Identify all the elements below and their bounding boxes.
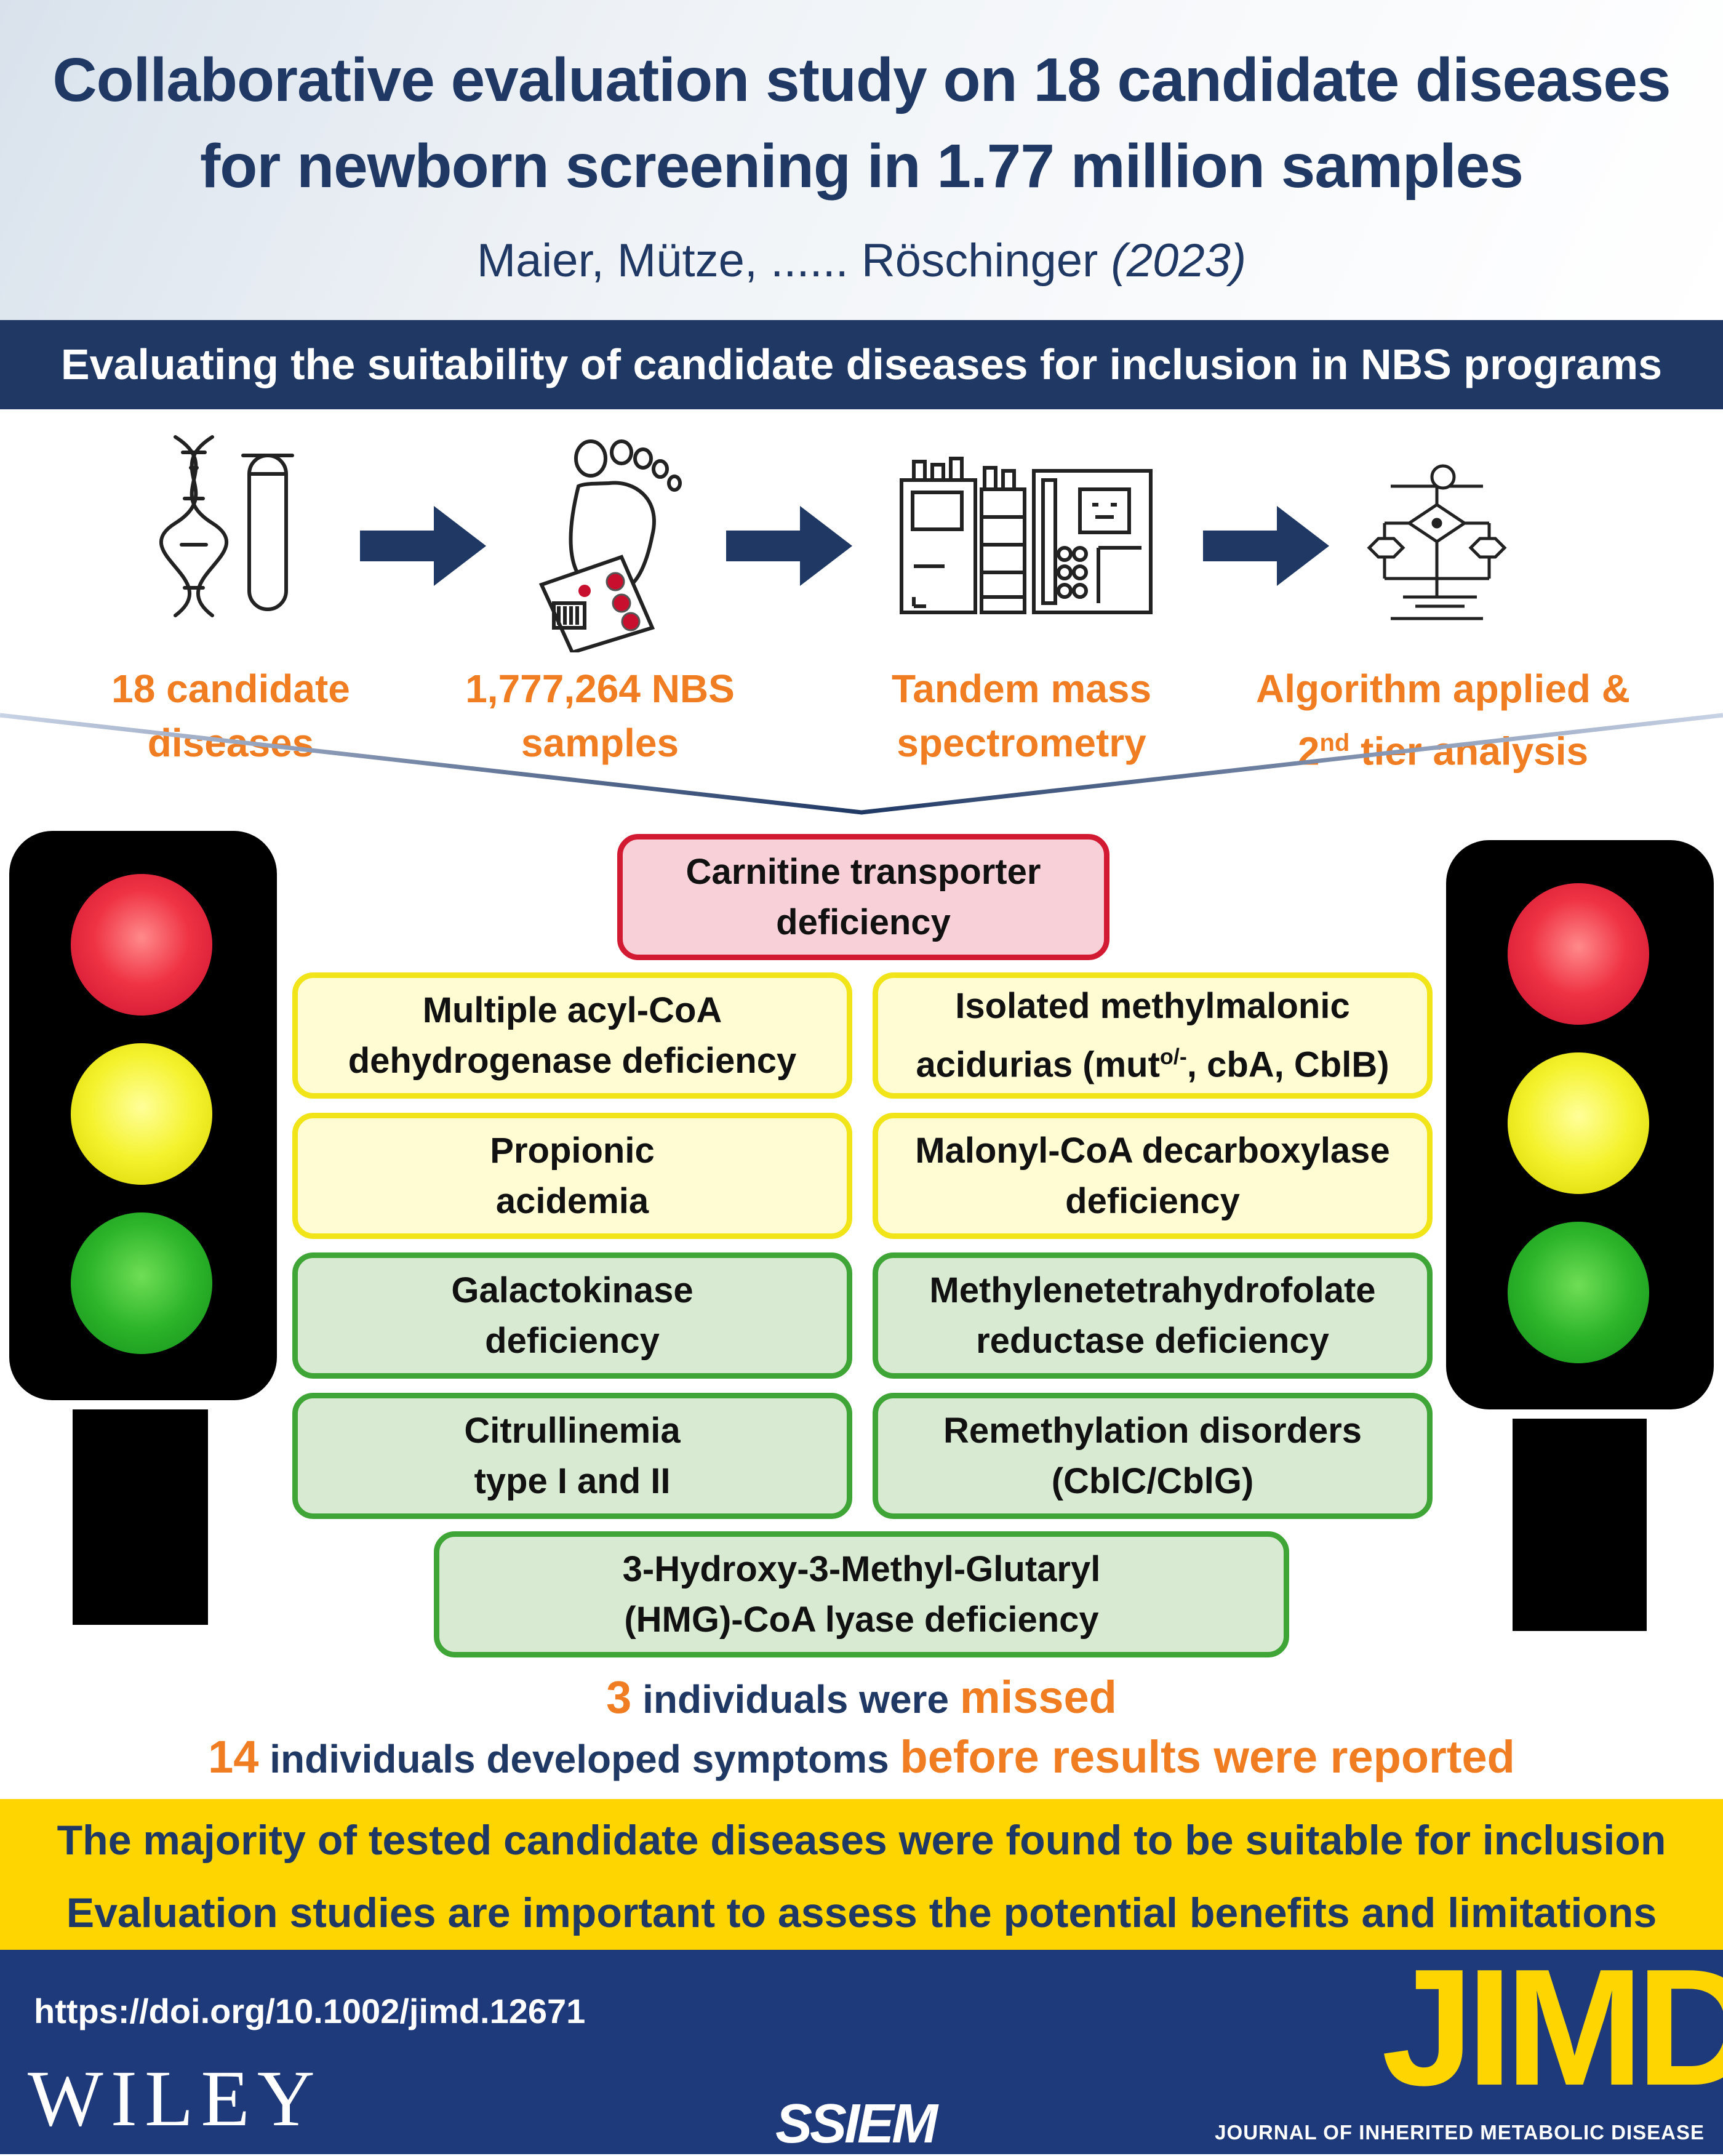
disease-line-1: Methylenetetrahydrofolate — [929, 1270, 1376, 1310]
red-light-icon — [71, 874, 212, 1016]
step-label-candidate-diseases: 18 candidate diseases — [58, 662, 403, 770]
traffic-light-left-pole — [73, 1409, 208, 1625]
mass-spectrometer-instrument-icon — [895, 455, 1160, 615]
doi-link[interactable]: https://doi.org/10.1002/jimd.12671 — [34, 1992, 586, 2030]
disease-line-2: (HMG)-CoA lyase deficiency — [624, 1599, 1099, 1640]
algorithm-flowchart-icon — [1366, 462, 1508, 640]
yellow-light-icon — [71, 1043, 212, 1185]
step-label-nbs-samples: 1,777,264 NBS samples — [428, 662, 772, 770]
disease-line-2: reductase deficiency — [976, 1320, 1329, 1361]
red-light-icon — [1508, 883, 1649, 1025]
disease-line-2: deficiency — [485, 1320, 660, 1361]
footer — [0, 1950, 1723, 2154]
missed-count: 3 — [606, 1672, 632, 1723]
step-1-line-1: 18 candidate — [111, 667, 350, 711]
disease-box-citrullinemia: Citrullinemia type I and II — [292, 1393, 852, 1519]
title-line-2: for newborn screening in 1.77 million sa… — [199, 132, 1524, 201]
jimd-logo: JIMD — [1381, 1935, 1723, 2120]
dna-and-test-tube-icon — [157, 431, 305, 622]
missed-word: missed — [959, 1672, 1117, 1723]
symptoms-text: individuals developed symptoms — [258, 1737, 900, 1781]
footprint-dried-blood-spot-card-icon — [529, 425, 714, 652]
missed-stat: 3 individuals were missed — [0, 1671, 1723, 1723]
authors-line: Maier, Mütze, ...... Röschinger (2023) — [0, 234, 1723, 287]
step-3-line-2: spectrometry — [897, 721, 1146, 765]
conclusion-line-1: The majority of tested candidate disease… — [57, 1817, 1666, 1864]
publication-year: (2023) — [1111, 234, 1247, 287]
disease-box-galactokinase: Galactokinase deficiency — [292, 1252, 852, 1379]
disease-box-mthfr: Methylenetetrahydrofolate reductase defic… — [873, 1252, 1433, 1379]
symptoms-stat: 14 individuals developed symptoms before… — [0, 1731, 1723, 1783]
disease-line-2: type I and II — [474, 1461, 671, 1501]
disease-box-malonyl-coa: Malonyl-CoA decarboxylase deficiency — [873, 1113, 1433, 1239]
disease-box-madd: Multiple acyl-CoA dehydrogenase deficienc… — [292, 972, 852, 1099]
disease-line-1: Multiple acyl-CoA — [422, 990, 722, 1030]
step-label-tandem-ms: Tandem mass spectrometry — [849, 662, 1194, 770]
wiley-logo: WILEY — [28, 2054, 322, 2143]
conclusion-line-2: Evaluation studies are important to asse… — [66, 1890, 1657, 1936]
header-background — [0, 0, 1723, 320]
disease-box-hmg-coa-lyase: 3-Hydroxy-3-Methyl-Glutaryl (HMG)-CoA lya… — [434, 1531, 1289, 1657]
disease-box-propionic: Propionic acidemia — [292, 1113, 852, 1239]
authors: Maier, Mütze, ...... Röschinger — [476, 234, 1098, 287]
disease-superscript: o/- — [1159, 1043, 1187, 1069]
step-4-ordinal: 2 — [1297, 729, 1320, 774]
disease-line-2: acidurias (muto/-, cbA, CblB) — [916, 1032, 1389, 1090]
funnel-lines — [0, 713, 1723, 815]
disease-box-carnitine-transporter: Carnitine transporter deficiency — [617, 834, 1109, 960]
disease-line-2: acidemia — [495, 1180, 649, 1221]
disease-line-1: Citrullinemia — [464, 1410, 681, 1451]
symptoms-count: 14 — [208, 1731, 259, 1782]
disease-line-1: Propionic — [490, 1130, 655, 1171]
missed-text: individuals were — [631, 1677, 960, 1721]
traffic-light-left — [9, 831, 277, 1400]
ssiem-logo: SSIEM — [775, 2093, 938, 2155]
green-light-icon — [1508, 1222, 1649, 1363]
journal-name: JOURNAL OF INHERITED METABOLIC DISEASE — [1215, 2121, 1705, 2144]
traffic-light-right — [1446, 840, 1714, 1409]
disease-line-1: Remethylation disorders — [943, 1410, 1362, 1451]
page-title: Collaborative evaluation study on 18 can… — [0, 37, 1723, 209]
step-2-line-1: 1,777,264 NBS — [465, 667, 735, 711]
green-light-icon — [71, 1212, 212, 1354]
disease-line-2: deficiency — [1065, 1180, 1240, 1221]
conclusion-band: The majority of tested candidate disease… — [0, 1799, 1723, 1950]
disease-line-2: deficiency — [776, 902, 951, 942]
step-2-line-2: samples — [521, 721, 679, 765]
disease-line-1: Galactokinase — [451, 1270, 694, 1310]
disease-line-1: 3-Hydroxy-3-Methyl-Glutaryl — [622, 1549, 1101, 1589]
disease-line-1: Malonyl-CoA decarboxylase — [915, 1130, 1390, 1171]
traffic-light-right-pole — [1513, 1419, 1647, 1631]
arrow-right-icon — [360, 506, 486, 586]
step-4-ordinal-suffix: nd — [1319, 729, 1350, 756]
disease-box-remethylation: Remethylation disorders (CblC/CblG) — [873, 1393, 1433, 1519]
section-banner: Evaluating the suitability of candidate … — [0, 320, 1723, 409]
arrow-right-icon — [726, 506, 852, 586]
title-line-1: Collaborative evaluation study on 18 can… — [52, 46, 1671, 114]
disease-line-2: (CblC/CblG) — [1051, 1461, 1254, 1501]
disease-text: acidurias (mut — [916, 1044, 1160, 1085]
disease-text: , cbA, CblB) — [1186, 1044, 1389, 1085]
yellow-light-icon — [1508, 1052, 1649, 1194]
disease-box-methylmalonic: Isolated methylmalonic acidurias (muto/-,… — [873, 972, 1433, 1099]
disease-line-1: Carnitine transporter — [686, 851, 1041, 892]
symptoms-tail: before results were reported — [900, 1731, 1515, 1782]
step-3-line-1: Tandem mass — [891, 667, 1152, 711]
arrow-right-icon — [1203, 506, 1329, 586]
disease-line-1: Isolated methylmalonic — [955, 985, 1350, 1026]
step-4-line-1: Algorithm applied & — [1256, 667, 1630, 711]
disease-line-2: dehydrogenase deficiency — [348, 1040, 797, 1081]
